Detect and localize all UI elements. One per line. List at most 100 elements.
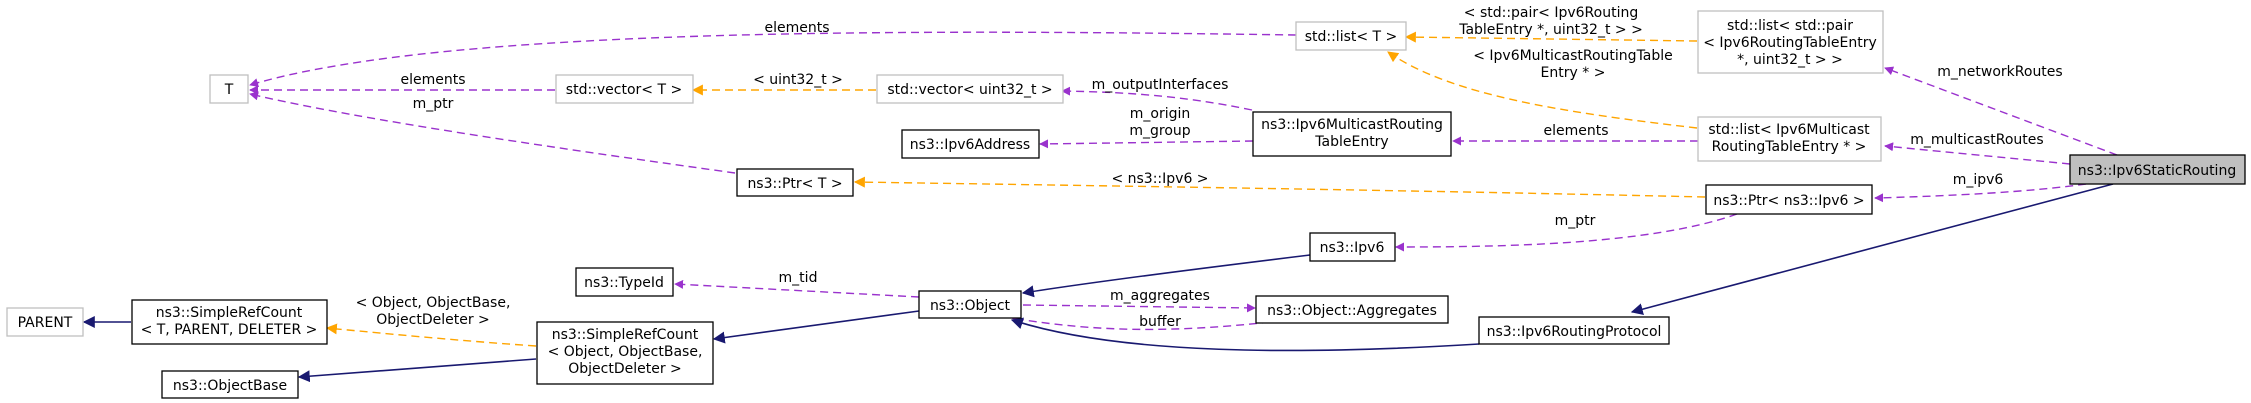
text-line: ns3::Ptr< T > [747, 176, 842, 192]
node-ptr-ipv6-label: ns3::Ptr< ns3::Ipv6 > [1713, 193, 1864, 209]
node-std-list-pair[interactable]: std::list< std::pair< Ipv6RoutingTableEn… [1697, 10, 1884, 74]
text-line: ns3::Ptr< ns3::Ipv6 > [1713, 193, 1864, 209]
text-line: ns3::Ipv6 [1320, 240, 1385, 256]
edge-ptr-m-ptr [249, 91, 736, 174]
text-line: std::vector< uint32_t > [887, 82, 1052, 98]
text-line: m_multicastRoutes [1910, 132, 2043, 148]
text-line: m_outputInterfaces [1092, 77, 1229, 93]
node-ipv6-routing-protocol[interactable]: ns3::Ipv6RoutingProtocol [1478, 316, 1670, 345]
nodes: T std::vector< T > std::list< T > std::v… [6, 10, 2246, 399]
edge-labels: elements elements m_ptr < uint32_t > < s… [356, 5, 2063, 330]
label-buffer: buffer [1139, 314, 1181, 330]
edge-static-inherits-routing [1630, 183, 2114, 316]
label-m-aggregates: m_aggregates [1110, 288, 1210, 304]
text-line: ns3::Ipv6RoutingProtocol [1487, 324, 1662, 340]
node-std-vector-uint32-label: std::vector< uint32_t > [887, 82, 1052, 98]
text-line: m_tid [779, 270, 818, 286]
node-simple-ref-count-object[interactable]: ns3::SimpleRefCount< Object, ObjectBase,… [536, 321, 714, 385]
text-line: < Object, ObjectBase, [356, 295, 511, 311]
node-parent[interactable]: PARENT [6, 307, 84, 337]
edge-ipv6-inherits-object [1021, 254, 1311, 298]
text-line: T [224, 82, 234, 98]
text-line: elements [400, 72, 465, 88]
node-ptr-T[interactable]: ns3::Ptr< T > [736, 168, 854, 197]
text-line: Entry * > [1541, 65, 1606, 81]
node-type-id[interactable]: ns3::TypeId [575, 267, 674, 297]
text-line: TableEntry *, uint32_t > > [1458, 22, 1643, 38]
text-line: m_ipv6 [1953, 172, 2004, 188]
text-line: < Object, ObjectBase, [548, 344, 703, 360]
text-line: m_ptr [413, 96, 454, 112]
text-line: < Ipv6RoutingTableEntry [1703, 35, 1877, 51]
edges [82, 31, 2118, 383]
text-line: ns3::Ipv6StaticRouting [2078, 163, 2236, 179]
node-object-aggregates[interactable]: ns3::Object::Aggregates [1255, 295, 1449, 324]
label-object-template: < Object, ObjectBase,ObjectDeleter > [356, 295, 511, 328]
text-line: ns3::SimpleRefCount [552, 327, 699, 343]
node-std-list-pair-label: std::list< std::pair< Ipv6RoutingTableEn… [1703, 18, 1877, 68]
node-ptr-T-label: ns3::Ptr< T > [747, 176, 842, 192]
node-T[interactable]: T [209, 74, 249, 104]
edge-m-ipv6 [1874, 183, 2087, 203]
node-object-base[interactable]: ns3::ObjectBase [161, 370, 299, 399]
text-line: < T, PARENT, DELETER > [141, 322, 318, 338]
node-parent-label: PARENT [18, 315, 73, 331]
text-line: m_origin [1130, 106, 1191, 122]
node-object-aggregates-label: ns3::Object::Aggregates [1267, 303, 1437, 319]
text-line: ns3::Object::Aggregates [1267, 303, 1437, 319]
node-ptr-ipv6[interactable]: ns3::Ptr< ns3::Ipv6 > [1705, 184, 1873, 215]
label-uint32-template: < uint32_t > [753, 72, 843, 88]
node-T-label: T [224, 82, 234, 98]
edge-refcount-inherits-objectbase [297, 358, 537, 383]
node-ipv6-address[interactable]: ns3::Ipv6Address [901, 129, 1040, 159]
text-line: < ns3::Ipv6 > [1111, 171, 1208, 187]
node-std-vector-T-label: std::vector< T > [566, 82, 682, 98]
edge-origin-group [1039, 139, 1254, 149]
node-ipv6-routing-protocol-label: ns3::Ipv6RoutingProtocol [1487, 324, 1662, 340]
node-simple-ref-count-T[interactable]: ns3::SimpleRefCount< T, PARENT, DELETER … [131, 299, 328, 345]
node-ipv6[interactable]: ns3::Ipv6 [1309, 232, 1396, 262]
node-ipv6-label: ns3::Ipv6 [1320, 240, 1385, 256]
text-line: std::list< std::pair [1727, 18, 1853, 34]
text-line: buffer [1139, 314, 1181, 330]
text-line: RoutingTableEntry * > [1712, 139, 1867, 155]
node-std-vector-T[interactable]: std::vector< T > [555, 74, 694, 104]
label-multicast-routes: m_multicastRoutes [1910, 132, 2043, 148]
node-object-label: ns3::Object [930, 298, 1011, 314]
text-line: std::list< Ipv6Multicast [1708, 122, 1870, 138]
edge-ipv6-template [853, 176, 1706, 198]
node-ipv6-static-routing-label: ns3::Ipv6StaticRouting [2078, 163, 2236, 179]
node-simple-ref-count-object-label: ns3::SimpleRefCount< Object, ObjectBase,… [548, 327, 703, 377]
text-line: m_aggregates [1110, 288, 1210, 304]
label-vector-elements: elements [400, 72, 465, 88]
label-output-interfaces: m_outputInterfaces [1092, 77, 1229, 93]
node-object-base-label: ns3::ObjectBase [173, 378, 287, 394]
text-line: ns3::ObjectBase [173, 378, 287, 394]
text-line: ObjectDeleter > [568, 361, 682, 377]
node-std-list-T[interactable]: std::list< T > [1295, 21, 1407, 51]
edge-network-routes [1884, 66, 2118, 156]
edge-list-elements [249, 31, 1297, 87]
node-std-vector-uint32[interactable]: std::vector< uint32_t > [876, 74, 1064, 104]
edge-m-aggregates [1022, 303, 1256, 313]
text-line: PARENT [18, 315, 73, 331]
edge-routing-inherits-object [1010, 317, 1480, 352]
text-line: < std::pair< Ipv6Routing [1464, 5, 1638, 21]
node-object[interactable]: ns3::Object [918, 290, 1022, 319]
text-line: ns3::TypeId [584, 275, 664, 291]
edge-pair-template [1404, 31, 1698, 43]
text-line: TableEntry [1314, 134, 1388, 150]
node-type-id-label: ns3::TypeId [584, 275, 664, 291]
node-ipv6-static-routing[interactable]: ns3::Ipv6StaticRouting [2069, 154, 2246, 185]
edge-output-interfaces [1061, 86, 1253, 111]
text-line: < uint32_t > [753, 72, 843, 88]
label-list-elements: elements [764, 20, 829, 36]
edge-object-inherits-refcount [712, 310, 920, 344]
